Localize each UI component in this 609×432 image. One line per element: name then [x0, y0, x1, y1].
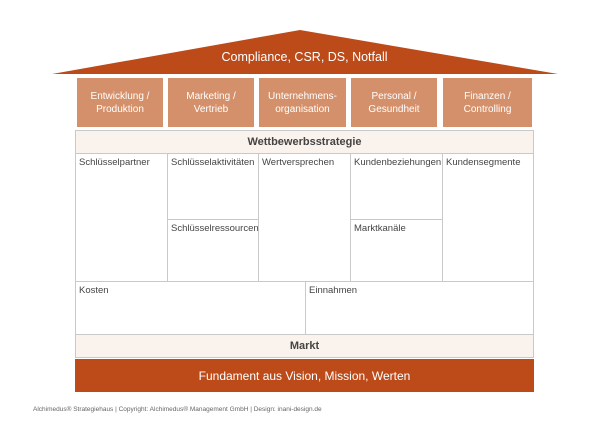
cell-customer-relationships: Kundenbeziehungen [350, 153, 443, 220]
footer-credits: Alchimedus® Strategiehaus | Copyright: A… [33, 406, 322, 413]
cell-customer-segments: Kundensegmente [442, 153, 534, 282]
cell-revenues: Einnahmen [305, 281, 534, 335]
roof-shape [52, 30, 558, 74]
pillar-marketing: Marketing / Vertrieb [168, 78, 254, 127]
market-band: Markt [75, 334, 534, 358]
foundation: Fundament aus Vision, Mission, Werten [75, 359, 534, 392]
pillar-finance: Finanzen / Controlling [443, 78, 532, 127]
pillar-development: Entwicklung / Produktion [77, 78, 163, 127]
strategy-header: Wettbewerbsstrategie [75, 130, 534, 154]
cell-costs: Kosten [75, 281, 306, 335]
cell-channels: Marktkanäle [350, 219, 443, 282]
cell-key-partners: Schlüsselpartner [75, 153, 168, 282]
cell-key-resources: Schlüsselressourcen [167, 219, 259, 282]
pillar-personnel: Personal / Gesundheit [351, 78, 437, 127]
roof-label: Compliance, CSR, DS, Notfall [221, 50, 388, 64]
pillar-organisation: Unternehmens- organisation [259, 78, 346, 127]
cell-key-activities: Schlüsselaktivitäten [167, 153, 259, 220]
cell-value-proposition: Wertversprechen [258, 153, 351, 282]
roof [52, 30, 558, 74]
